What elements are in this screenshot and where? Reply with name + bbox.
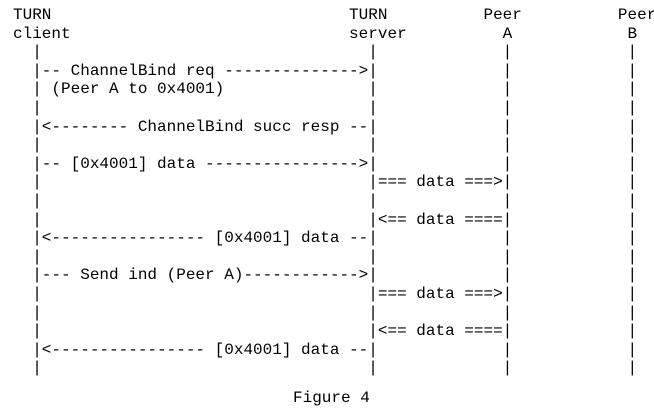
figure-caption: Figure 4 — [293, 388, 370, 407]
turn-sequence-diagram: TURN TURN Peer Peer client server A B | … — [13, 6, 654, 378]
